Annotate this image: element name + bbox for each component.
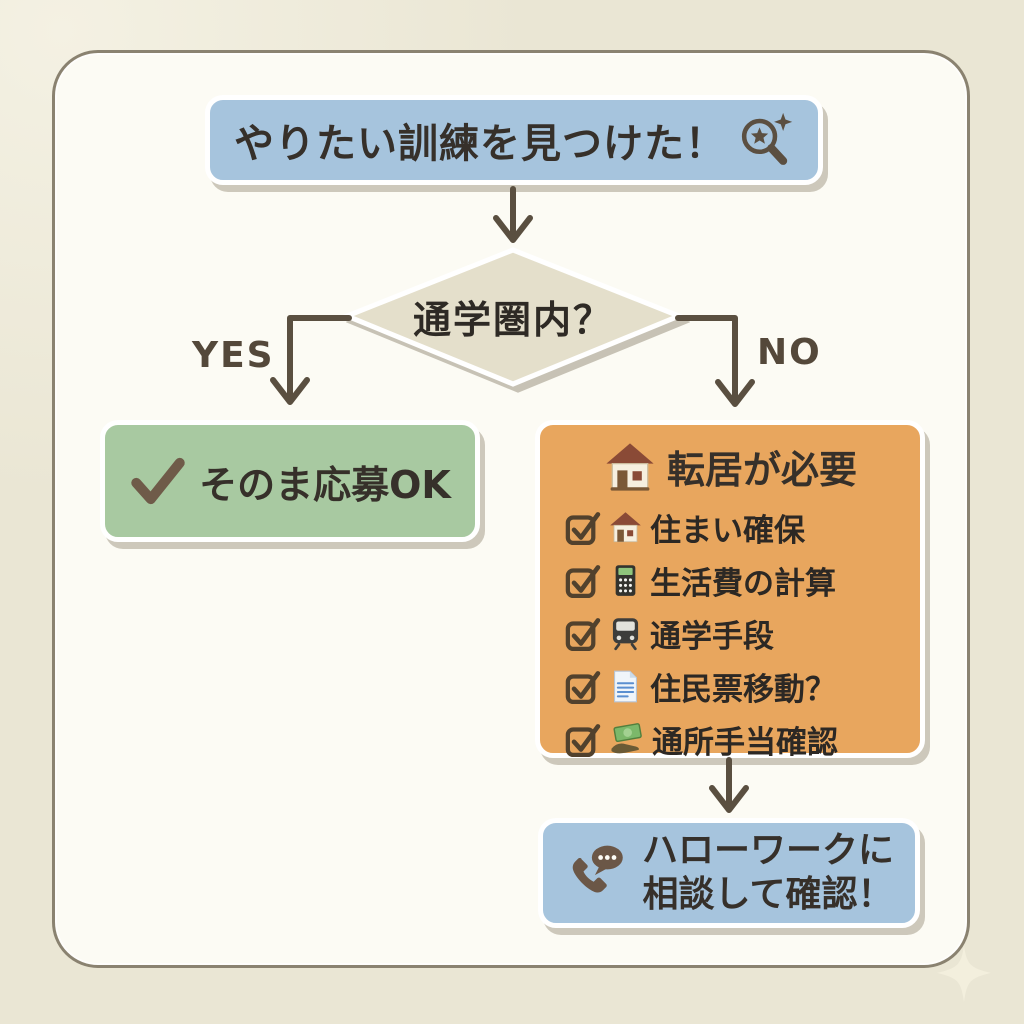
check-icon: [131, 457, 185, 505]
yes-result-node: そのま応募OK: [100, 420, 480, 542]
checkbox-checked-icon: [565, 724, 601, 758]
checklist-item-housing: 住まい確保: [564, 504, 838, 551]
checkbox-checked-icon: [565, 671, 601, 705]
start-node: やりたい訓練を見つけた！: [205, 95, 823, 185]
checklist-item-label: 通所手当確認: [652, 725, 838, 761]
decision-diamond-shape: [341, 247, 685, 387]
no-result-header: 転居が必要: [603, 439, 857, 494]
checklist-item-label: 通学手段: [650, 619, 774, 655]
phone-chat-icon: [572, 845, 623, 893]
checklist-item-label: 生活費の計算: [650, 566, 836, 602]
checklist-item-label: 住まい確保: [650, 513, 805, 549]
final-label: ハローワークに 相談して確認！: [642, 829, 894, 917]
no-result-title: 転居が必要: [666, 448, 857, 492]
money-hand-icon: [611, 723, 642, 754]
checkbox-checked-icon: [565, 565, 601, 599]
calculator-icon: [615, 565, 636, 596]
final-label-line2: 相談して確認！: [642, 874, 894, 915]
no-branch-label: NO: [757, 332, 822, 373]
yes-result-label: そのま応募OK: [199, 462, 451, 507]
checklist-item-allowance: 通所手当確認: [564, 716, 838, 763]
house-small-icon: [610, 512, 641, 543]
checkbox-checked-icon: [565, 618, 601, 652]
checklist-item-label: 住民票移動？: [650, 672, 836, 708]
house-icon: [606, 442, 654, 491]
checklist-item-living-cost: 生活費の計算: [564, 557, 838, 604]
decision-label: 通学圏内？: [412, 297, 613, 342]
document-icon: [614, 670, 637, 703]
magnifier-star-icon: [741, 112, 793, 165]
no-result-node: 転居が必要 住まい確保: [535, 420, 925, 761]
checklist-item-commute: 通学手段: [564, 610, 838, 657]
decision-node: 通学圏内？: [341, 246, 685, 392]
start-label: やりたい訓練を見つけた！: [234, 121, 726, 167]
checklist-item-residence-card: 住民票移動？: [564, 663, 838, 710]
yes-branch-label: YES: [192, 335, 275, 376]
final-node: ハローワークに 相談して確認！: [538, 818, 920, 928]
sparkle-icon: [937, 946, 991, 1002]
checkbox-checked-icon: [565, 512, 601, 546]
final-label-line1: ハローワークに: [641, 830, 894, 872]
train-icon: [612, 618, 639, 651]
relocation-checklist: 住まい確保 生活費の計算: [564, 504, 838, 763]
